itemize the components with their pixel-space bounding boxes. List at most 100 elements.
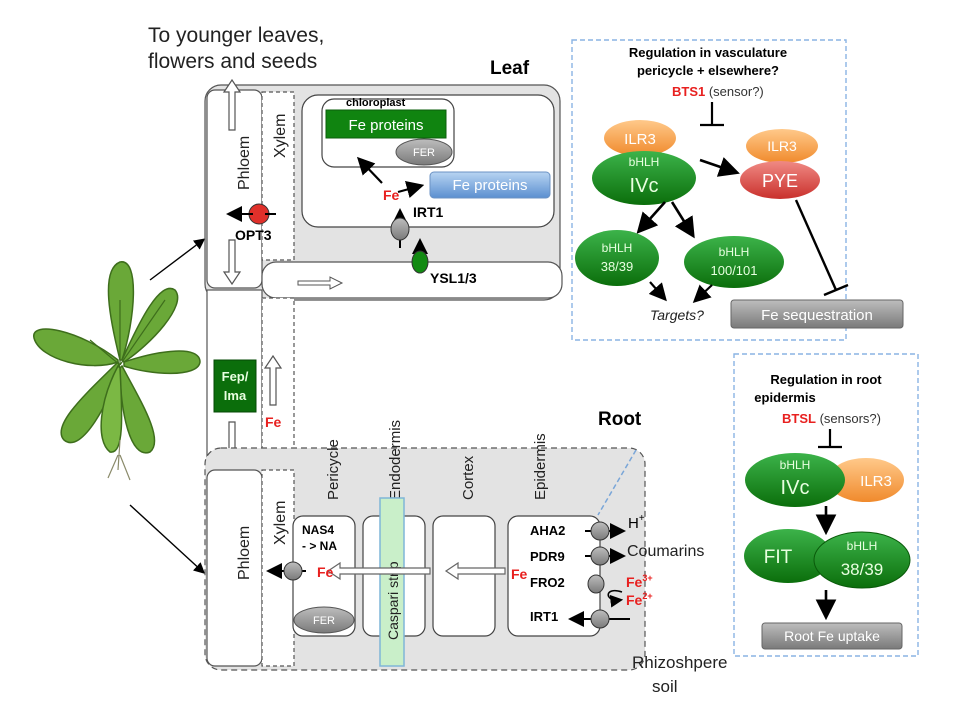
vasc-reg-title-1: Regulation in vasculature [629, 45, 787, 60]
irt1-leaf-transporter [390, 217, 410, 241]
fe2-label: Fe2+ [626, 591, 653, 608]
root-reg-title-1: Regulation in root [770, 372, 882, 387]
endodermis-label: Endodermis [387, 420, 404, 500]
root-fe-uptake-box [761, 622, 903, 650]
root-fe-uptake-label: Root Fe uptake [784, 628, 880, 644]
bhlh-38-small: bHLH [602, 241, 633, 255]
pericycle-label: Pericycle [325, 439, 342, 500]
root-ivc-big: IVc [781, 477, 810, 499]
targets-label: Targets? [650, 307, 704, 323]
rhizosphere-label: Rhizoshpere [632, 653, 727, 672]
pye-node [740, 161, 820, 199]
root-transport-arrow [444, 561, 506, 581]
fro2-enzyme [587, 574, 605, 594]
fe-sequestration-label: Fe sequestration [761, 307, 873, 324]
epidermis-pointer [597, 449, 637, 516]
fit-label: FIT [764, 547, 793, 568]
plant-illustration [33, 261, 201, 481]
fe-pericycle-label: Fe [317, 564, 334, 580]
fep-ima-box [213, 359, 257, 413]
fep-ima-line1: Fep/ [222, 369, 249, 384]
leaf-vein [261, 261, 563, 299]
fep-ima-line2: Ima [224, 388, 247, 403]
phloem-up-arrow [222, 78, 242, 131]
ysl-label: YSL1/3 [430, 270, 477, 286]
cortex-cell [432, 515, 496, 637]
root-ilr3-node [828, 458, 904, 502]
xylem-up-arrow [263, 354, 283, 406]
irt1-leaf-label: IRT1 [413, 204, 444, 220]
fer-chloroplast [395, 138, 453, 166]
fe-proteins-green-label: Fe proteins [348, 117, 423, 134]
fer-root-label: FER [313, 615, 335, 627]
caption-line-1: To younger leaves, [148, 24, 324, 47]
bhlh-38-big: 38/39 [601, 259, 634, 274]
cortex-label: Cortex [460, 455, 477, 500]
bhlh-100-big: 100/101 [711, 263, 758, 278]
xylem-top-label: Xylem [272, 114, 289, 158]
pericycle-efflux-transporter [283, 561, 303, 581]
plant-to-root-arrow [129, 504, 206, 574]
ysl-transporter [411, 250, 429, 274]
root-bhlh-small: bHLH [780, 458, 811, 472]
fe-proteins-green-box [325, 109, 447, 139]
ilr3-right-label: ILR3 [767, 138, 797, 154]
soil-label: soil [652, 677, 678, 696]
bhlh-100-small: bHLH [719, 245, 750, 259]
bhlh-100-node [684, 236, 784, 288]
bhlh-ivc-small: bHLH [629, 155, 660, 169]
aha2-transporter [590, 521, 610, 541]
pdr9-transporter [590, 546, 610, 566]
root-b38-big: 38/39 [841, 560, 884, 579]
btsl-label: BTSL (sensors?) [782, 411, 881, 426]
phloem-down-arrow-top [222, 239, 242, 286]
irt1-root-label: IRT1 [530, 609, 558, 624]
irt1-root-transporter [590, 609, 610, 629]
caspari-strip [379, 497, 405, 667]
opt3-label: OPT3 [235, 227, 272, 243]
ilr3-right-node [746, 129, 818, 163]
fer-chloroplast-label: FER [413, 147, 435, 159]
root-ilr3-label: ILR3 [860, 473, 892, 490]
fe-leaf-label: Fe [383, 187, 400, 203]
fe-proteins-blue-box [429, 171, 551, 199]
nas4-label: NAS4 [302, 523, 334, 537]
root-bhlh-ivc-node [745, 453, 845, 507]
bhlh-ivc-node [592, 151, 696, 205]
bts1-label: BTS1 (sensor?) [672, 84, 764, 99]
fe-proteins-blue-label: Fe proteins [452, 177, 527, 194]
phloem-bottom-label: Phloem [236, 526, 253, 580]
fit-node [744, 529, 832, 583]
h-plus-label: H+ [628, 513, 645, 532]
vascular-middle-xylem [261, 297, 295, 469]
phloem-bottom-tube [206, 469, 263, 667]
caspari-label: Caspari strip [385, 561, 401, 640]
fro2-label: FRO2 [530, 575, 565, 590]
chloroplast-label: chloroplast [346, 97, 406, 109]
xylem-top-tube [261, 91, 295, 261]
bhlh-ivc-big: IVc [630, 175, 659, 197]
nas4-na-label: - > NA [302, 539, 337, 553]
caption-line-2: flowers and seeds [148, 50, 317, 73]
root-title: Root [598, 409, 642, 430]
coumarins-label: Coumarins [627, 543, 704, 560]
leaf-title: Leaf [490, 58, 530, 79]
bhlh-38-node [575, 230, 659, 286]
ilr3-left-node [604, 120, 676, 156]
root-bhlh-38-node [813, 531, 911, 589]
fer-root [293, 606, 355, 634]
fe3-label: Fe3+ [626, 573, 653, 590]
ilr3-left-label: ILR3 [624, 131, 656, 148]
xylem-bottom-label: Xylem [272, 501, 289, 545]
root-reg-title-2: epidermis [754, 390, 815, 405]
fe-sequestration-box [730, 299, 904, 329]
pye-label: PYE [762, 171, 798, 191]
fe-xylem-label: Fe [265, 414, 282, 430]
root-b38-small: bHLH [847, 539, 878, 553]
aha2-label: AHA2 [530, 523, 565, 538]
vasc-reg-title-2: pericycle + elsewhere? [637, 63, 779, 78]
epidermis-label: Epidermis [532, 433, 549, 500]
fe-epidermis-label: Fe [511, 566, 528, 582]
plant-to-leaf-arrow [149, 238, 206, 281]
phloem-top-label: Phloem [236, 136, 253, 190]
